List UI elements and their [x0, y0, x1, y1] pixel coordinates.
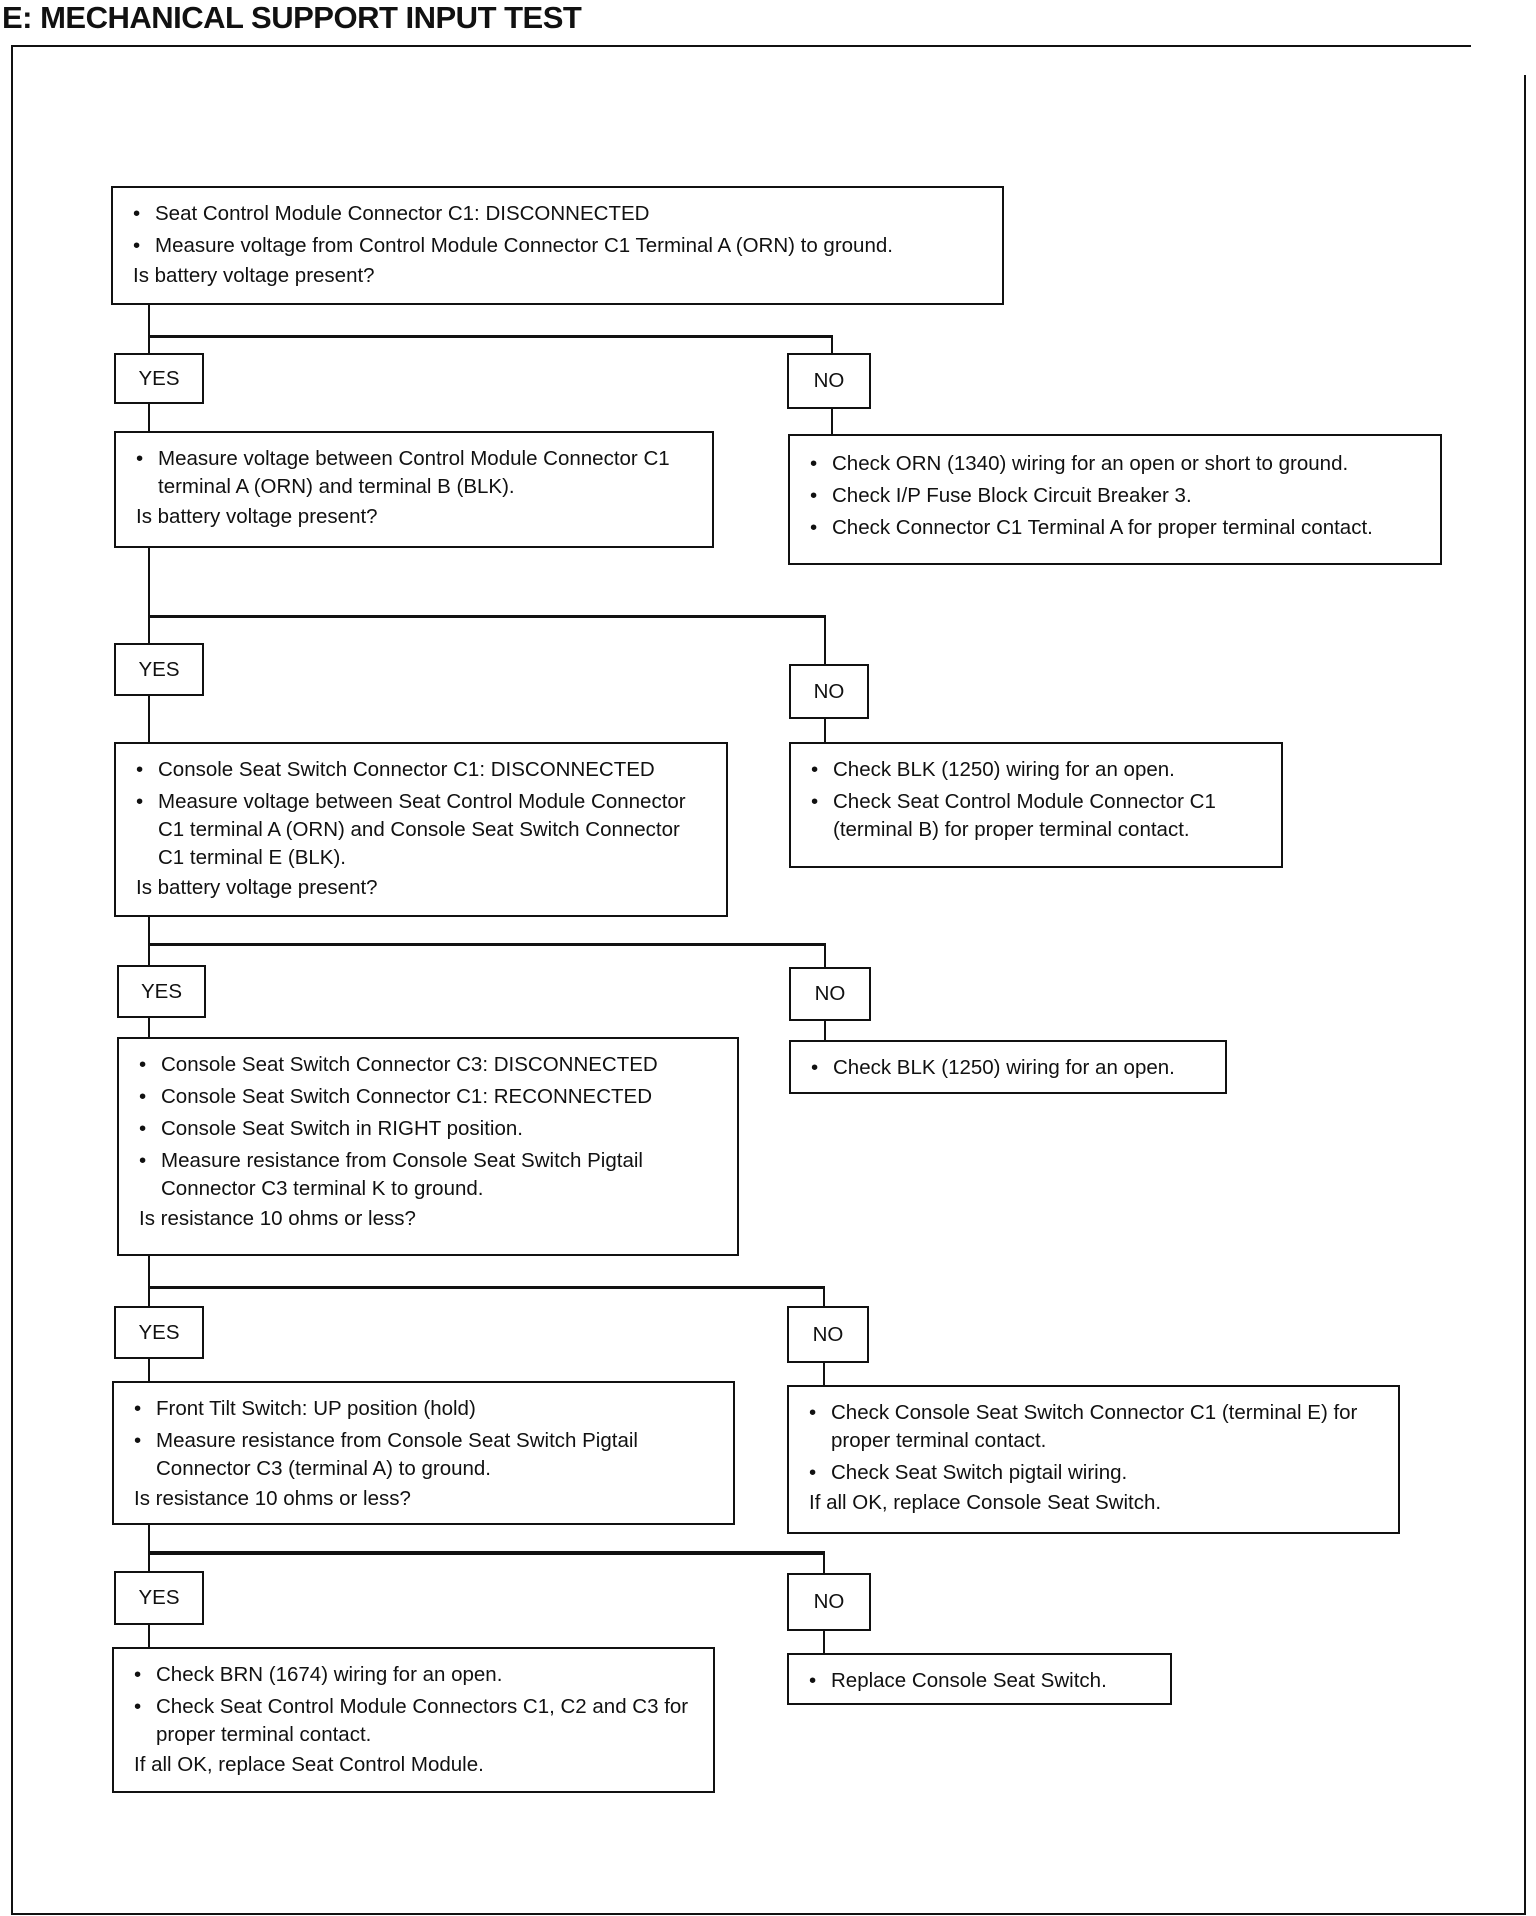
- no-label-1: NO: [787, 353, 871, 409]
- no-label-2: NO: [789, 664, 869, 719]
- flow-connector-line: [148, 1256, 150, 1308]
- flow-connector-line: [148, 943, 826, 946]
- no-label-3: NO: [789, 967, 871, 1021]
- action-bullet: Check ORN (1340) wiring for an open or s…: [810, 450, 1424, 478]
- step-bullet: Measure voltage from Control Module Conn…: [133, 232, 986, 260]
- flow-connector-line: [148, 548, 150, 644]
- frame-top: [11, 45, 1471, 47]
- frame-left: [11, 45, 13, 1915]
- yes-label-4: YES: [114, 1306, 204, 1359]
- flow-connector-line: [823, 1551, 825, 1575]
- step-question: Is resistance 10 ohms or less?: [134, 1487, 411, 1510]
- step-box-1: Seat Control Module Connector C1: DISCON…: [111, 186, 1004, 305]
- step-box-6: Check BRN (1674) wiring for an open. Che…: [112, 1647, 715, 1793]
- frame-right: [1524, 75, 1526, 1915]
- yes-label-1: YES: [114, 353, 204, 404]
- flow-connector-line: [148, 696, 150, 744]
- step-question: Is resistance 10 ohms or less?: [139, 1207, 416, 1230]
- action-conclusion: If all OK, replace Console Seat Switch.: [809, 1491, 1162, 1514]
- step-box-4: Console Seat Switch Connector C3: DISCON…: [117, 1037, 739, 1256]
- flow-connector-line: [148, 1359, 150, 1383]
- action-bullet: Replace Console Seat Switch.: [809, 1667, 1154, 1695]
- action-bullet: Check BLK (1250) wiring for an open.: [811, 756, 1265, 784]
- action-bullet: Check Seat Control Module Connector C1 (…: [811, 788, 1265, 844]
- action-bullet: Check Console Seat Switch Connector C1 (…: [809, 1399, 1382, 1455]
- action-bullet: Check Connector C1 Terminal A for proper…: [810, 514, 1424, 542]
- no-action-box-3: Check BLK (1250) wiring for an open.: [789, 1040, 1227, 1094]
- step-bullet: Console Seat Switch Connector C3: DISCON…: [139, 1051, 721, 1079]
- step-bullet: Console Seat Switch Connector C1: DISCON…: [136, 756, 710, 784]
- flow-connector-line: [823, 1362, 825, 1387]
- yes-label-2: YES: [114, 643, 204, 696]
- step-bullet: Measure voltage between Control Module C…: [136, 445, 696, 501]
- no-action-box-5: Replace Console Seat Switch.: [787, 1653, 1172, 1705]
- flow-connector-line: [823, 1630, 825, 1655]
- flow-connector-line: [824, 1020, 826, 1042]
- flow-connector-line: [831, 408, 833, 436]
- step-question: Is battery voltage present?: [136, 505, 378, 528]
- flow-connector-line: [824, 718, 826, 744]
- step-box-5: Front Tilt Switch: UP position (hold) Me…: [112, 1381, 735, 1525]
- step-box-2: Measure voltage between Control Module C…: [114, 431, 714, 548]
- step-bullet: Measure resistance from Console Seat Swi…: [139, 1147, 721, 1203]
- step-bullet: Measure resistance from Console Seat Swi…: [134, 1427, 717, 1483]
- yes-label-3: YES: [117, 965, 206, 1018]
- action-bullet: Check I/P Fuse Block Circuit Breaker 3.: [810, 482, 1424, 510]
- yes-label-5: YES: [114, 1571, 204, 1625]
- flow-connector-line: [824, 615, 826, 665]
- flow-connector-line: [824, 943, 826, 968]
- step-bullet: Seat Control Module Connector C1: DISCON…: [133, 200, 986, 228]
- no-label-5: NO: [787, 1573, 871, 1631]
- action-bullet: Check BLK (1250) wiring for an open.: [811, 1054, 1209, 1082]
- step-bullet: Check Seat Control Module Connectors C1,…: [134, 1693, 697, 1749]
- flow-connector-line: [148, 615, 826, 618]
- action-bullet: Check Seat Switch pigtail wiring.: [809, 1459, 1382, 1487]
- no-label-4: NO: [787, 1306, 869, 1363]
- flow-connector-line: [148, 335, 832, 338]
- step-box-3: Console Seat Switch Connector C1: DISCON…: [114, 742, 728, 917]
- flow-connector-line: [148, 1525, 150, 1573]
- flow-connector-line: [823, 1286, 825, 1308]
- step-bullet: Console Seat Switch Connector C1: RECONN…: [139, 1083, 721, 1111]
- step-bullet: Console Seat Switch in RIGHT position.: [139, 1115, 721, 1143]
- step-question: Is battery voltage present?: [133, 264, 375, 287]
- step-question: Is battery voltage present?: [136, 876, 378, 899]
- frame-bottom: [11, 1913, 1526, 1915]
- step-conclusion: If all OK, replace Seat Control Module.: [134, 1753, 484, 1776]
- step-bullet: Front Tilt Switch: UP position (hold): [134, 1395, 717, 1423]
- flow-connector-line: [148, 1018, 150, 1038]
- no-action-box-4: Check Console Seat Switch Connector C1 (…: [787, 1385, 1400, 1534]
- flow-connector-line: [831, 335, 833, 355]
- no-action-box-1: Check ORN (1340) wiring for an open or s…: [788, 434, 1442, 565]
- flow-connector-line: [148, 1286, 823, 1289]
- page-title: E: MECHANICAL SUPPORT INPUT TEST: [2, 0, 582, 35]
- flow-connector-line: [148, 916, 150, 966]
- flow-connector-line: [148, 1625, 150, 1649]
- flow-connector-line: [148, 1551, 823, 1555]
- step-bullet: Measure voltage between Seat Control Mod…: [136, 788, 710, 872]
- no-action-box-2: Check BLK (1250) wiring for an open. Che…: [789, 742, 1283, 868]
- step-bullet: Check BRN (1674) wiring for an open.: [134, 1661, 697, 1689]
